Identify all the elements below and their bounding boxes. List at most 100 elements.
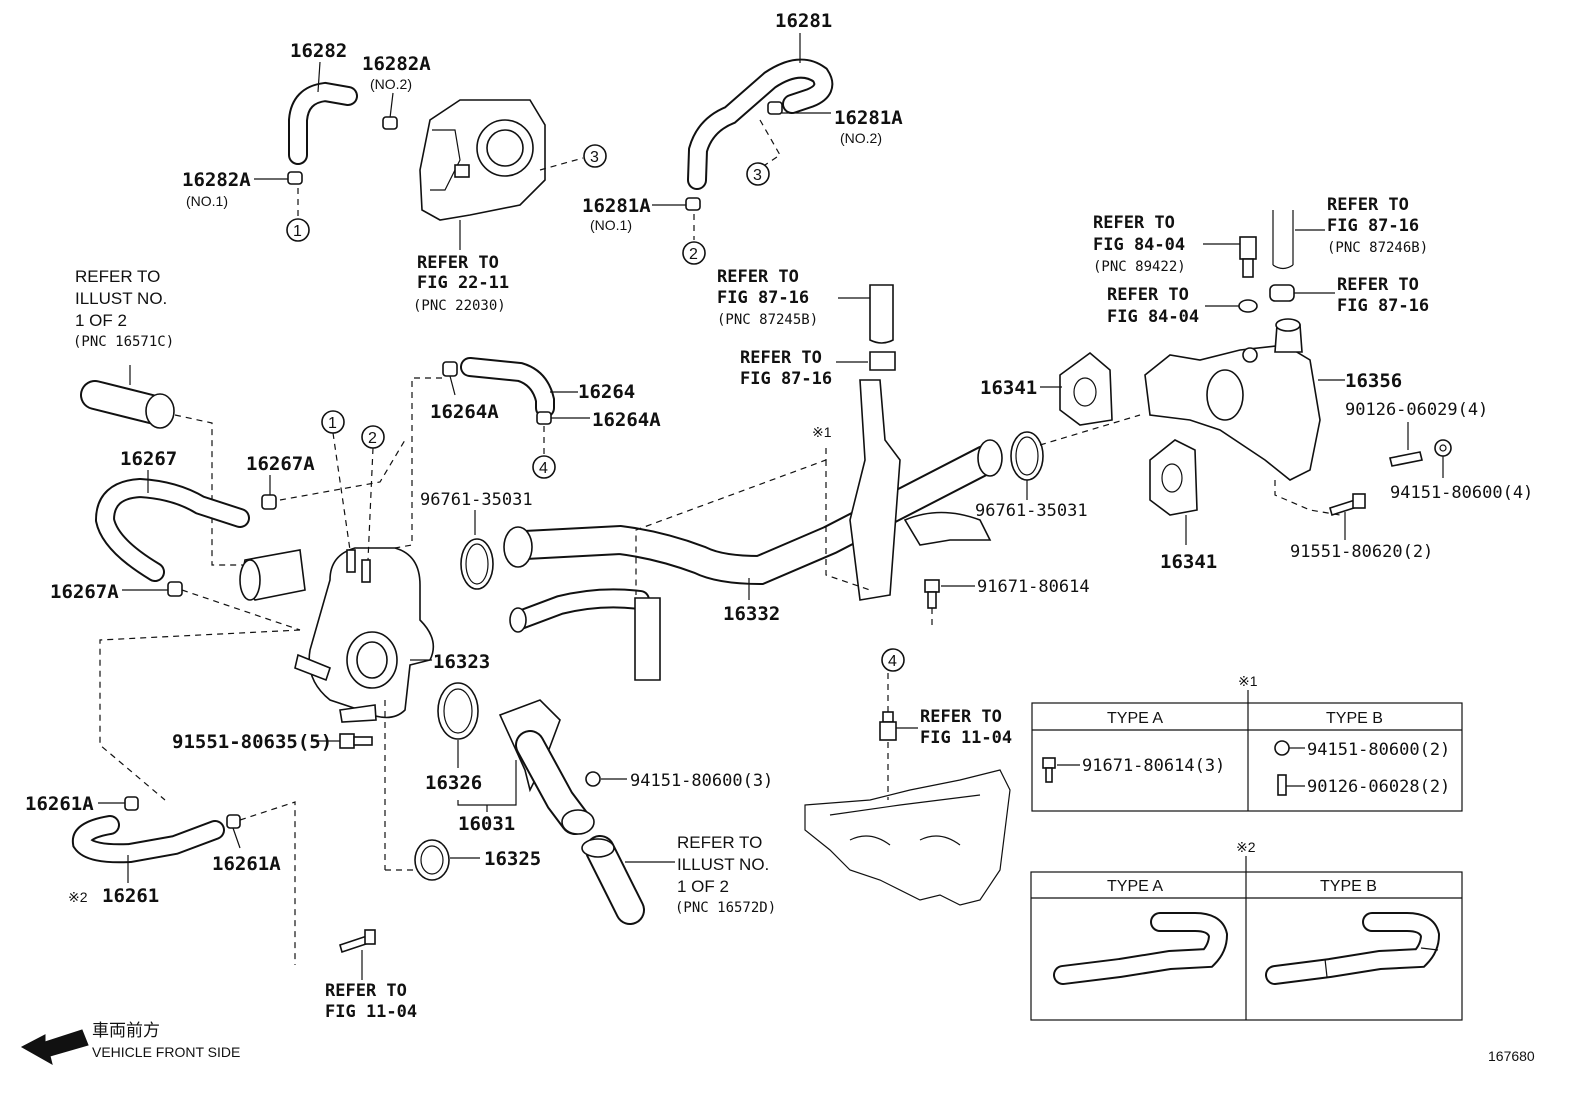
ref-fig8404-a-l3: (PNC 89422)	[1093, 259, 1186, 275]
label-gasket-right: 96761-35031	[975, 501, 1088, 521]
label-16264A-right: 16264A	[592, 409, 661, 431]
ref-illust2-l3: 1 OF 2	[677, 877, 729, 896]
engine-block-partial	[804, 769, 1011, 906]
label-90126-06029: 90126-06029(4)	[1345, 400, 1488, 420]
ref-fig1104-b-l1: REFER TO	[325, 981, 407, 1001]
label-gasket-left: 96761-35031	[420, 490, 533, 510]
clip-16281A-no1	[685, 197, 701, 211]
ref-illust1-l4: (PNC 16571C)	[73, 334, 174, 350]
throttle-body	[419, 99, 546, 221]
pipe-illust2	[581, 835, 645, 925]
bolt-91551-80620	[1329, 493, 1366, 517]
sensor-89422	[1239, 236, 1257, 278]
hose-16264	[460, 357, 555, 418]
label-16261A-right: 16261A	[212, 853, 281, 875]
clip-16264A-left	[442, 361, 458, 377]
circle-callout-3-top: 3	[583, 144, 607, 168]
front-label-jp: 車両前方	[92, 1021, 160, 1040]
circle-callout-1-mid: 1	[321, 410, 345, 434]
label-16261: 16261	[102, 885, 159, 907]
ref-illust1-l3: 1 OF 2	[75, 311, 127, 330]
label-no1-a: (NO.1)	[186, 193, 228, 209]
ref-fig2211-l1: REFER TO	[417, 253, 499, 273]
label-16356: 16356	[1345, 370, 1402, 392]
label-16341-top: 16341	[980, 377, 1037, 399]
circle-callout-4-bottom: 4	[881, 648, 905, 672]
label-16341-bottom: 16341	[1160, 551, 1217, 573]
gasket-16326	[437, 682, 479, 740]
svg-text:4: 4	[888, 653, 897, 670]
nut-94151-80600-3	[585, 771, 601, 787]
thermostat-housing-16031	[498, 699, 595, 835]
ref-fig8716-b-l3: (PNC 87245B)	[717, 312, 818, 328]
circle-callout-3-mid: 3	[746, 162, 770, 186]
water-inlet-housing-16323	[239, 547, 435, 723]
bolt-fig1104-bottom	[339, 929, 376, 954]
stud-fig1104-right	[879, 711, 897, 741]
table1-mark: ※1	[1238, 673, 1258, 689]
label-no2-a: (NO.2)	[370, 76, 412, 92]
hose-16281	[687, 58, 834, 190]
label-no1-b: (NO.1)	[590, 217, 632, 233]
ref-fig8716-r-l2: FIG 87-16	[1337, 296, 1429, 316]
ref-fig8404-a-l1: REFER TO	[1093, 213, 1175, 233]
svg-text:1: 1	[293, 223, 302, 240]
label-16267: 16267	[120, 448, 177, 470]
table1-bolt-icon	[1042, 757, 1056, 783]
nut-94151-80600-4	[1434, 439, 1452, 457]
ref-illust1-l2: ILLUST NO.	[75, 289, 167, 308]
label-91551-80620: 91551-80620(2)	[1290, 542, 1433, 562]
table1-a-part: 91671-80614(3)	[1082, 756, 1225, 776]
table1-type-a: TYPE A	[1107, 710, 1163, 727]
ref-fig8716-top-l3: (PNC 87246B)	[1327, 240, 1428, 256]
label-16264A-left: 16264A	[430, 401, 499, 423]
ref-fig1104-a-l1: REFER TO	[920, 707, 1002, 727]
clip-16267A-top	[261, 494, 277, 510]
clip-16267A-left	[167, 581, 183, 597]
circle-callout-1-top: 1	[286, 218, 310, 242]
hose-16282	[288, 81, 358, 165]
clip-16281A-no2	[767, 101, 783, 115]
clip-16264A-right	[536, 411, 552, 425]
table2-type-b: TYPE B	[1320, 878, 1377, 895]
label-16281A-no1: 16281A	[582, 195, 651, 217]
ref-illust2-l4: (PNC 16572D)	[675, 900, 776, 916]
ref-fig8716-c-l2: FIG 87-16	[740, 369, 832, 389]
washer-fig8404	[1238, 299, 1258, 313]
label-no2-b: (NO.2)	[840, 130, 882, 146]
table-note1	[1031, 702, 1463, 812]
hose-16267	[94, 477, 250, 582]
ref-fig1104-a-l2: FIG 11-04	[920, 728, 1012, 748]
note2-mark-left: ※2	[68, 889, 88, 905]
label-91671-80614: 91671-80614	[977, 577, 1090, 597]
label-16323: 16323	[433, 651, 490, 673]
ref-fig8716-c-l1: REFER TO	[740, 348, 822, 368]
table-note2	[1030, 871, 1463, 1021]
svg-text:4: 4	[539, 460, 548, 477]
water-pipe-16332	[503, 379, 1003, 681]
svg-text:2: 2	[689, 246, 698, 263]
front-label-en: VEHICLE FRONT SIDE	[92, 1044, 240, 1060]
ref-illust2-l2: ILLUST NO.	[677, 855, 769, 874]
table2-mark: ※2	[1236, 839, 1256, 855]
label-91551-80635: 91551-80635(5)	[172, 731, 332, 753]
ref-fig8404-b-l2: FIG 84-04	[1107, 307, 1199, 327]
table2-type-a: TYPE A	[1107, 878, 1163, 895]
water-outlet-16356	[1144, 318, 1321, 481]
label-16261A-left: 16261A	[25, 793, 94, 815]
label-16264: 16264	[578, 381, 635, 403]
label-16267A-left: 16267A	[50, 581, 119, 603]
clamp-fig8716-right	[1269, 284, 1295, 302]
table1-stud-icon	[1277, 774, 1287, 796]
vehicle-front-arrow	[20, 1029, 89, 1066]
table1-b-part1: 94151-80600(2)	[1307, 740, 1450, 760]
hose-type-b-illustration	[1265, 912, 1441, 985]
circle-callout-4-top: 4	[532, 455, 556, 479]
label-16282A-no2: 16282A	[362, 53, 431, 75]
label-94151-80600-3: 94151-80600(3)	[630, 771, 773, 791]
bolt-91671-80614	[924, 579, 940, 609]
label-16326: 16326	[425, 772, 482, 794]
label-16281: 16281	[775, 10, 832, 32]
label-16267A-top: 16267A	[246, 453, 315, 475]
